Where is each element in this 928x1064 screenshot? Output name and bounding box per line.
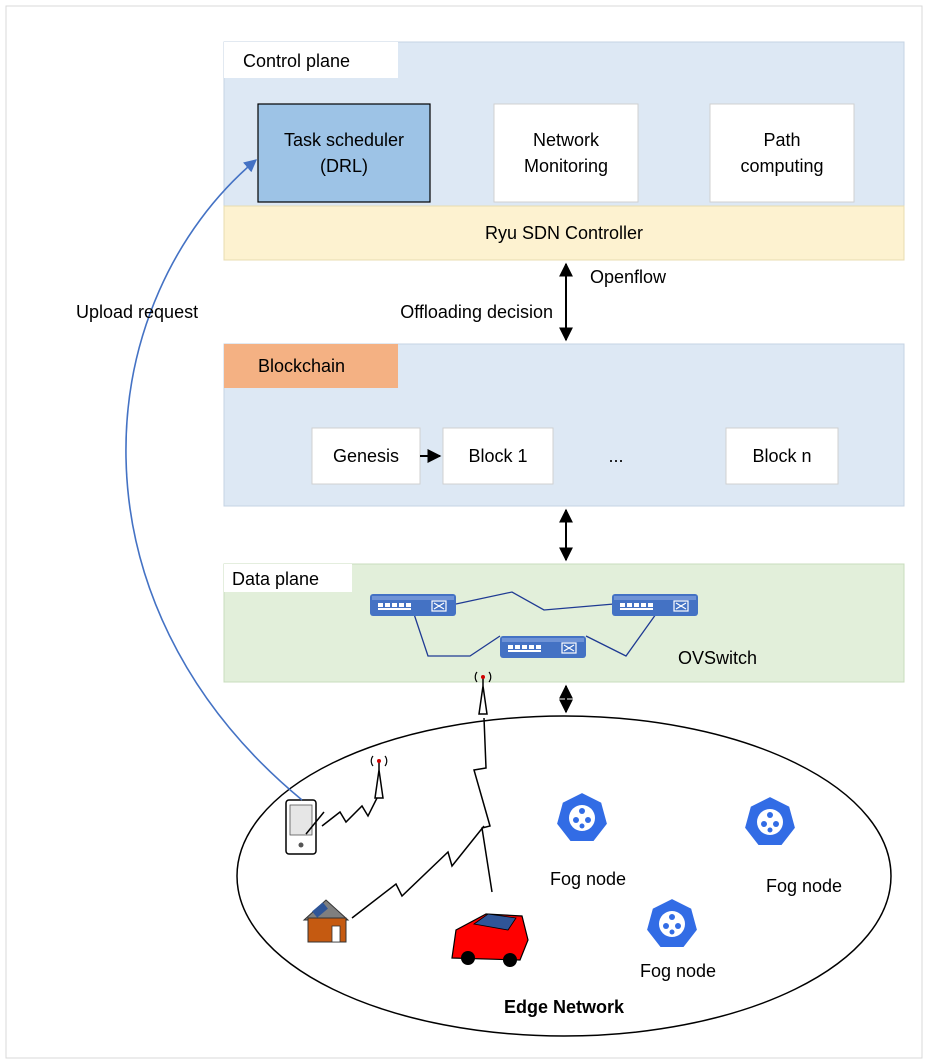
data-plane-label-bg bbox=[224, 564, 352, 592]
control-plane: Control plane Task scheduler (DRL) Netwo… bbox=[223, 41, 905, 261]
car-icon bbox=[451, 913, 529, 967]
ovswitch-label: OVSwitch bbox=[678, 648, 757, 668]
switch-link-left bbox=[413, 613, 501, 657]
wireless-link-house bbox=[351, 825, 485, 919]
path-computing-line2: computing bbox=[740, 156, 823, 176]
path-computing-line1: Path bbox=[763, 130, 800, 150]
wireless-link-phone bbox=[321, 797, 378, 827]
block-1-label: Block 1 bbox=[468, 446, 527, 466]
block-ellipsis: ... bbox=[608, 446, 623, 466]
blockchain-label: Blockchain bbox=[258, 356, 345, 376]
genesis-label: Genesis bbox=[333, 446, 399, 466]
block-n-label: Block n bbox=[752, 446, 811, 466]
ryu-controller-bar bbox=[223, 205, 905, 261]
data-plane: Data plane OVSwitch bbox=[223, 563, 905, 683]
network-monitoring-box bbox=[493, 103, 639, 203]
fog-node-label: Fog node bbox=[640, 961, 716, 981]
edge-network: Edge Network bbox=[236, 671, 892, 1037]
task-scheduler-line2: (DRL) bbox=[320, 156, 368, 176]
ovswitch-icon bbox=[369, 593, 457, 617]
blockchain-label-bg bbox=[224, 344, 398, 388]
data-plane-label: Data plane bbox=[232, 569, 319, 589]
control-plane-label-bg bbox=[224, 42, 398, 78]
task-scheduler-box bbox=[257, 103, 431, 203]
openflow-label: Openflow bbox=[590, 267, 667, 287]
figure-border bbox=[5, 5, 923, 1059]
switch-link-right bbox=[585, 613, 657, 657]
ovswitch-icon bbox=[611, 593, 699, 617]
network-monitoring-line1: Network bbox=[533, 130, 600, 150]
ovswitch-icon bbox=[499, 635, 587, 659]
upload-request-label: Upload request bbox=[76, 302, 198, 322]
edge-network-ellipse bbox=[236, 715, 892, 1037]
ryu-controller-label: Ryu SDN Controller bbox=[485, 223, 643, 243]
block-n bbox=[725, 427, 839, 485]
upload-request-arrow bbox=[125, 159, 303, 801]
blockchain-layer: Blockchain Genesis Block 1 ... Block n bbox=[223, 343, 905, 507]
wireless-link-car bbox=[473, 717, 493, 893]
block-1 bbox=[442, 427, 554, 485]
network-monitoring-line2: Monitoring bbox=[524, 156, 608, 176]
switch-link-top bbox=[455, 591, 615, 611]
control-plane-label: Control plane bbox=[243, 51, 350, 71]
fog-node-label: Fog node bbox=[766, 876, 842, 896]
edge-network-title: Edge Network bbox=[504, 997, 625, 1017]
fog-node-label: Fog node bbox=[550, 869, 626, 889]
house-icon bbox=[302, 899, 350, 943]
mobile-device-icon bbox=[285, 799, 325, 855]
task-scheduler-line1: Task scheduler bbox=[284, 130, 404, 150]
path-computing-box bbox=[709, 103, 855, 203]
offloading-decision-label: Offloading decision bbox=[400, 302, 553, 322]
genesis-block bbox=[311, 427, 421, 485]
